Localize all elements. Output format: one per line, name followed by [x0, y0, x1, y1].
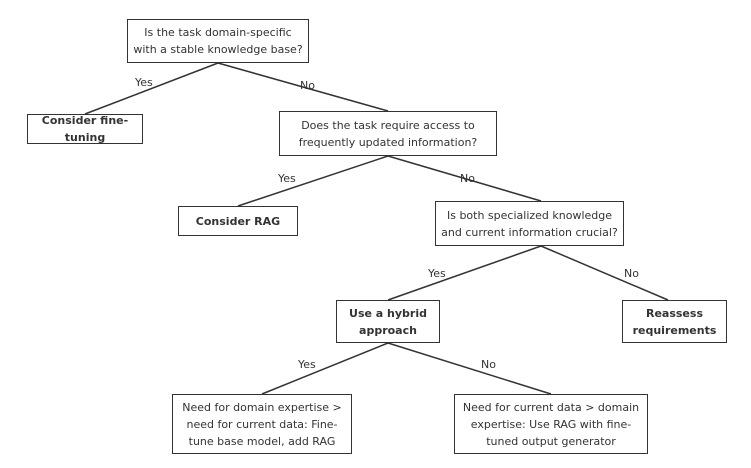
- outcome-consider-rag: Consider RAG: [178, 206, 298, 236]
- outcome-consider-fine-tuning-text: Consider fine-tuning: [41, 114, 129, 144]
- edge-hybrid-yes: [261, 342, 389, 395]
- outcome-fine-tune-add-rag: Need for domain expertise > need for cur…: [172, 394, 352, 454]
- edge-q3-yes: [387, 245, 542, 301]
- outcome-rag-fine-tuned-generator: Need for current data > domain expertise…: [454, 394, 648, 454]
- outcome-consider-fine-tuning: Consider fine-tuning: [27, 114, 143, 144]
- edge-q3-no: [540, 245, 669, 301]
- question-updated-information: Does the task require access to frequent…: [279, 111, 497, 156]
- outcome-hybrid-approach-text: Use a hybrid approach: [349, 306, 427, 337]
- edge-label-q1-yes: Yes: [135, 76, 153, 89]
- outcome-hybrid-approach: Use a hybrid approach: [336, 300, 440, 343]
- edge-label-q2-no: No: [460, 172, 475, 185]
- edge-label-q2-yes: Yes: [278, 172, 296, 185]
- question-domain-specific-text: Is the task domain-specific with a stabl…: [133, 26, 303, 56]
- edge-q2-yes: [237, 155, 389, 207]
- edge-label-q1-no: No: [300, 79, 315, 92]
- question-both-crucial-text: Is both specialized knowledge and curren…: [441, 208, 618, 239]
- question-both-crucial: Is both specialized knowledge and curren…: [435, 201, 624, 246]
- edge-label-q3-yes: Yes: [428, 267, 446, 280]
- outcome-reassess-requirements-text: Reassess requirements: [632, 306, 717, 337]
- edge-label-hybrid-yes: Yes: [298, 358, 316, 371]
- question-domain-specific: Is the task domain-specific with a stabl…: [127, 19, 309, 63]
- edge-label-hybrid-no: No: [481, 358, 496, 371]
- outcome-rag-fine-tuned-generator-text: Need for current data > domain expertise…: [462, 400, 640, 448]
- edge-label-q3-no: No: [624, 267, 639, 280]
- outcome-consider-rag-text: Consider RAG: [195, 214, 281, 228]
- edge-hybrid-no: [387, 342, 552, 395]
- outcome-fine-tune-add-rag-text: Need for domain expertise > need for cur…: [182, 400, 342, 448]
- question-updated-information-text: Does the task require access to frequent…: [298, 118, 478, 149]
- outcome-reassess-requirements: Reassess requirements: [622, 300, 727, 343]
- edge-q1-yes: [84, 62, 219, 115]
- edge-q1-no: [217, 62, 389, 112]
- edge-q2-no: [387, 155, 542, 202]
